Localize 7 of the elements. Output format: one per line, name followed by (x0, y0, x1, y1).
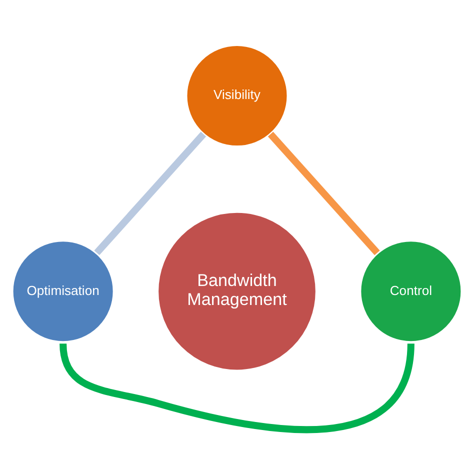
connector (60, 342, 414, 433)
node-circle: Bandwidth Management (156, 210, 318, 372)
connector (94, 131, 206, 255)
node-circle: Visibility (185, 44, 289, 148)
node-circle: Optimisation (11, 239, 115, 343)
node-circle: Control (359, 239, 463, 343)
connector (268, 131, 380, 255)
